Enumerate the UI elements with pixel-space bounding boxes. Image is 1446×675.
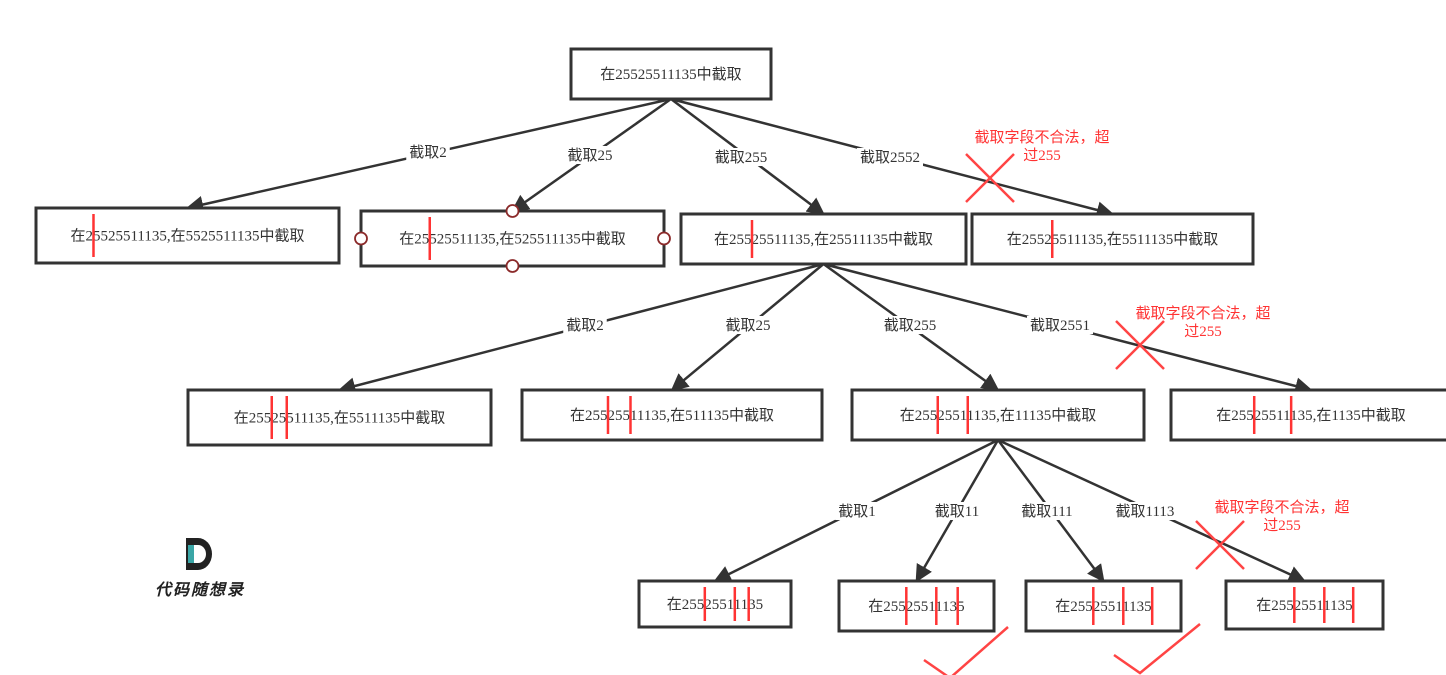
edge-label-bg bbox=[711, 148, 771, 166]
resize-handle[interactable] bbox=[505, 204, 520, 218]
node-box bbox=[1024, 579, 1183, 633]
edge-label: 截取255 bbox=[884, 317, 937, 334]
invalid-note-line1: 截取字段不合法，超 bbox=[1135, 305, 1270, 322]
node-label: 在25525511135,在11135中截取 bbox=[900, 407, 1097, 424]
logo-text: 代码随想录 bbox=[154, 580, 245, 599]
edge-label-bg bbox=[835, 502, 879, 520]
tree-node-n3b[interactable]: 在25525511135 bbox=[837, 579, 996, 633]
invalid-note-line1: 截取字段不合法，超 bbox=[974, 129, 1109, 146]
edge-label-bg bbox=[880, 316, 940, 334]
edge-label: 截取111 bbox=[1021, 503, 1072, 520]
tree-node-n1c[interactable]: 在25525511135,在25511135中截取 bbox=[679, 212, 968, 266]
edge-label-bg bbox=[1112, 502, 1178, 520]
edge-label-bg bbox=[563, 316, 607, 334]
resize-handle[interactable] bbox=[505, 259, 520, 273]
resize-handle[interactable] bbox=[657, 231, 671, 246]
invalid-note-line1: 截取字段不合法，超 bbox=[1214, 499, 1349, 516]
edge-label: 截取1 bbox=[838, 503, 876, 520]
edge-label-bg bbox=[722, 316, 774, 334]
node-label: 在25525511135中截取 bbox=[600, 66, 741, 83]
tree-node-n1d[interactable]: 在25525511135,在5511135中截取 bbox=[970, 212, 1255, 266]
node-box bbox=[569, 47, 773, 101]
edge-labels-layer: 截取2 截取25 截取255 截取2552 截取2 截取25 截取255 截取2551 截取1 截… bbox=[406, 143, 1178, 520]
tree-node-n3d[interactable]: 在25525511135 bbox=[1224, 579, 1385, 631]
node-box bbox=[679, 212, 968, 266]
invalid-note-line2: 过255 bbox=[1023, 147, 1061, 164]
node-box bbox=[970, 212, 1255, 266]
node-label: 在25525511135,在511135中截取 bbox=[570, 407, 774, 424]
invalid-note-line2: 过255 bbox=[1263, 517, 1301, 534]
edge-label-bg bbox=[564, 146, 616, 164]
tree-node-n3c[interactable]: 在25525511135 bbox=[1024, 579, 1183, 633]
node-box bbox=[520, 388, 824, 442]
tree-node-n2a[interactable]: 在25525511135,在5511135中截取 bbox=[186, 388, 493, 447]
edge-label-bg bbox=[1026, 316, 1094, 334]
edge-label: 截取11 bbox=[935, 503, 979, 520]
edge-label: 截取25 bbox=[725, 317, 770, 334]
edge-label: 截取2 bbox=[566, 317, 604, 334]
node-label: 在25525511135 bbox=[667, 596, 763, 613]
node-label: 在25525511135 bbox=[868, 598, 964, 615]
node-box bbox=[850, 388, 1146, 442]
tree-node-n2b[interactable]: 在25525511135,在511135中截取 bbox=[520, 388, 824, 442]
node-label: 在25525511135,在525511135中截取 bbox=[399, 231, 626, 248]
edge-label: 截取2552 bbox=[860, 149, 920, 166]
node-label: 在25525511135,在1135中截取 bbox=[1216, 407, 1406, 424]
node-box bbox=[1169, 388, 1446, 442]
logo-d-icon bbox=[186, 538, 214, 570]
node-box bbox=[837, 579, 996, 633]
edge-label-bg bbox=[406, 143, 450, 161]
edge-label-bg bbox=[856, 148, 924, 166]
edge-label-bg bbox=[931, 502, 983, 520]
tree-node-root[interactable]: 在25525511135中截取 bbox=[569, 47, 773, 101]
cross-icon bbox=[1195, 520, 1245, 570]
tree-node-n2d[interactable]: 在25525511135,在1135中截取 bbox=[1169, 388, 1446, 442]
edge-label: 截取25 bbox=[567, 147, 612, 164]
edge-label: 截取2 bbox=[409, 144, 447, 161]
resize-handle[interactable] bbox=[354, 231, 368, 246]
node-box bbox=[186, 388, 493, 447]
nodes-layer: 在25525511135中截取在25525511135,在5525511135中… bbox=[34, 47, 1446, 633]
node-label: 在25525511135,在5511135中截取 bbox=[1007, 231, 1219, 248]
edge-label: 截取1113 bbox=[1116, 503, 1175, 520]
node-label: 在25525511135,在25511135中截取 bbox=[714, 231, 933, 248]
invalid-note-line2: 过255 bbox=[1184, 323, 1222, 340]
cross-icon bbox=[965, 153, 1015, 203]
tree-node-n1a[interactable]: 在25525511135,在5525511135中截取 bbox=[34, 206, 341, 265]
node-label: 在25525511135,在5525511135中截取 bbox=[70, 228, 304, 245]
edge-label-bg bbox=[1018, 502, 1076, 520]
tree-node-n1b[interactable]: 在25525511135,在525511135中截取 bbox=[354, 204, 671, 273]
node-box bbox=[34, 206, 341, 265]
node-label: 在25525511135 bbox=[1055, 598, 1151, 615]
check-icon bbox=[923, 626, 1009, 675]
tree-node-n3a[interactable]: 在25525511135 bbox=[637, 579, 793, 629]
cross-icon bbox=[1115, 320, 1165, 370]
node-box bbox=[637, 579, 793, 629]
edge-label: 截取2551 bbox=[1030, 317, 1090, 334]
node-label: 在25525511135,在5511135中截取 bbox=[234, 410, 446, 427]
edge-label: 截取255 bbox=[715, 149, 768, 166]
logo: 代码随想录 bbox=[130, 538, 270, 600]
node-label: 在25525511135 bbox=[1256, 597, 1352, 614]
check-icon bbox=[1113, 623, 1201, 675]
node-box bbox=[1224, 579, 1385, 631]
tree-node-n2c[interactable]: 在25525511135,在11135中截取 bbox=[850, 388, 1146, 442]
